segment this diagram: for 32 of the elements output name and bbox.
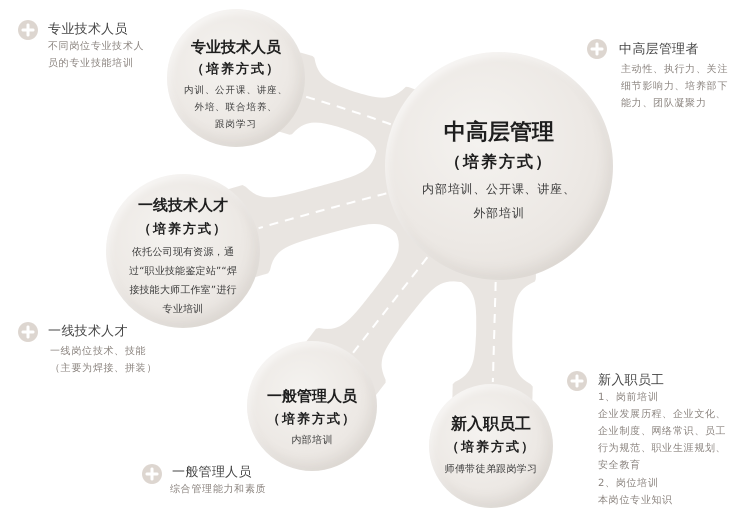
side-text: 2、岗位培训	[598, 476, 660, 491]
dashed-connector	[352, 256, 428, 354]
circle-text: 师傅带徒弟跟岗学习	[444, 462, 538, 477]
circle-title: 中高层管理	[444, 119, 554, 147]
side-heading: 新入职员工	[598, 372, 664, 390]
side-text: 不同岗位专业技术人员的专业技能培训	[48, 40, 146, 71]
side-heading: 一线技术人才	[48, 323, 128, 341]
circle-subtitle: （培养方式）	[191, 60, 281, 79]
side-text: 本岗位专业知识	[598, 494, 674, 508]
circle-subtitle: （培养方式）	[446, 438, 536, 457]
dashed-connector	[258, 192, 387, 230]
side-text: 1、岗前培训	[598, 390, 660, 405]
circle-text: 内部培训、公开课、讲座、外部培训	[421, 181, 577, 222]
circle-title: 一般管理人员	[267, 386, 357, 407]
side-text: 一线岗位技术、技能（主要为焊接、拼装）	[50, 344, 158, 376]
circle-text: 内部培训	[290, 434, 334, 448]
side-text: 综合管理能力和素质	[170, 482, 268, 497]
side-heading: 中高层管理者	[619, 41, 699, 59]
circle-text: 内训、公开课、讲座、外培、联合培养、跟岗学习	[183, 84, 289, 132]
side-heading: 一般管理人员	[172, 464, 252, 482]
circle-title: 一线技术人才	[138, 195, 228, 216]
circle-title: 专业技术人员	[191, 37, 281, 58]
dashed-connector	[304, 95, 392, 126]
circle-subtitle: （培养方式）	[445, 151, 553, 173]
circle-subtitle: （培养方式）	[138, 220, 228, 239]
side-heading: 专业技术人员	[48, 21, 128, 39]
dashed-connector	[492, 282, 497, 382]
circle-subtitle: （培养方式）	[267, 410, 357, 429]
circle-text: 依托公司现有资源，通过“职业技能鉴定站”“焊接技能大师工作室”进行专业培训	[128, 246, 238, 317]
side-text: 主动性、执行力、关注细节影响力、培养部下能力、团队凝聚力	[621, 62, 729, 111]
circle-title: 新入职员工	[451, 413, 531, 435]
side-text: 企业发展历程、企业文化、企业制度、网络常识、员工行为规范、职业生涯规划、安全教育	[598, 408, 728, 473]
